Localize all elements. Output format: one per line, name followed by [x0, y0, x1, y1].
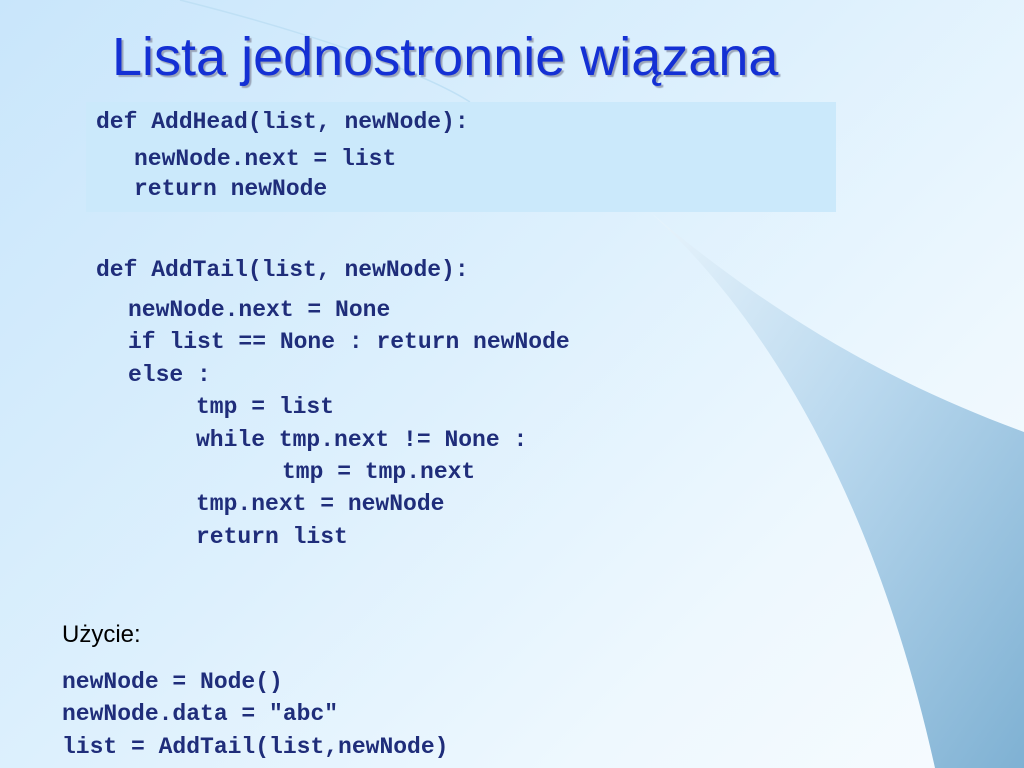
addhead-signature: def AddHead(list, newNode):	[96, 109, 469, 135]
code-line: while tmp.next != None :	[196, 427, 528, 453]
swoosh-thin-line	[179, 0, 471, 103]
code-line: tmp.next = newNode	[196, 491, 445, 517]
code-line: else :	[128, 362, 211, 388]
code-line: return list	[196, 524, 348, 550]
code-line: tmp = list	[196, 394, 335, 420]
code-line: newNode.data = "abc"	[62, 701, 339, 727]
addhead-highlight-box	[86, 102, 836, 212]
addtail-signature: def AddTail(list, newNode):	[96, 257, 469, 283]
code-line: newNode = Node()	[62, 669, 283, 695]
usage-label: Użycie:	[62, 621, 141, 648]
code-line: list = AddTail(list,newNode)	[62, 734, 449, 760]
code-line: if list == None : return newNode	[128, 329, 570, 355]
code-line: return newNode	[134, 176, 328, 202]
code-line: newNode.next = list	[134, 146, 397, 172]
code-line: newNode.next = None	[128, 297, 391, 323]
swoosh-shape	[650, 212, 1024, 768]
code-line: tmp = tmp.next	[282, 459, 476, 485]
slide-title: Lista jednostronnie wiązana	[112, 27, 779, 87]
